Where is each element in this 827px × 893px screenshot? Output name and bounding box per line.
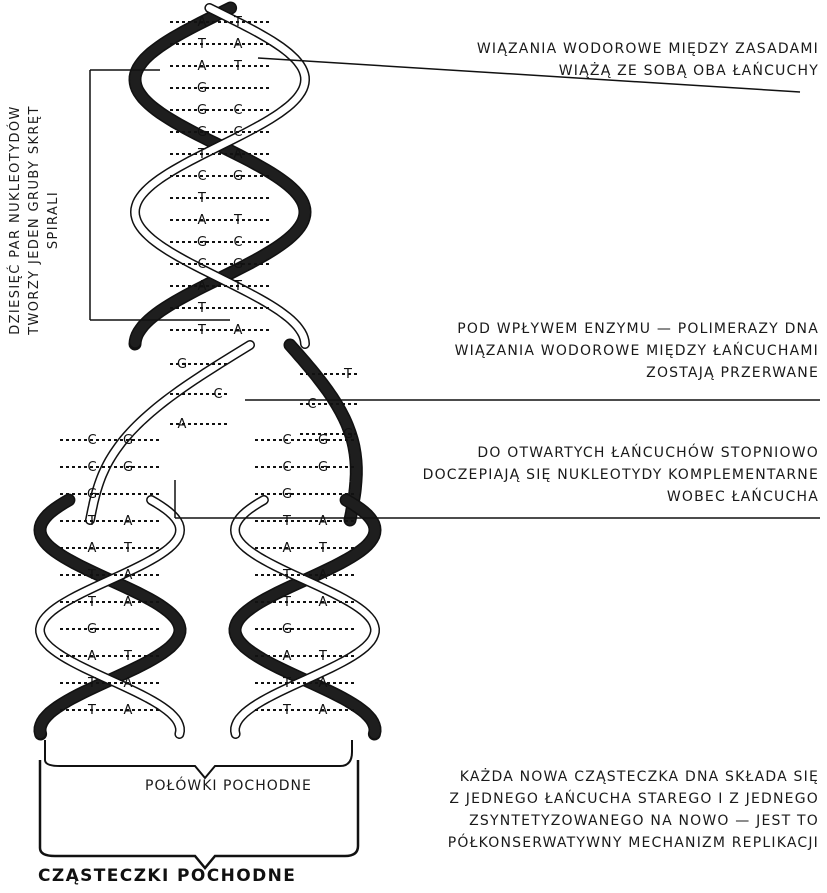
annotation-line: TWORZY JEDEN GRUBY SKRĘT <box>25 90 44 350</box>
parent-pair-base-left: T <box>197 323 206 338</box>
annotation-open-strands: DO OTWARTYCH ŁAŃCUCHÓW STOPNIOWO DOCZEPI… <box>339 442 819 508</box>
parent-pair-base-left: A <box>198 15 207 30</box>
parent-pair-base-right: T <box>233 213 242 228</box>
annotation-new-molecule: KAŻDA NOWA CZĄSTECZKA DNA SKŁADA SIĘ Z J… <box>359 766 819 854</box>
annotation-enzyme: POD WPŁYWEM ENZYMU — POLIMERAZY DNA WIĄZ… <box>349 318 819 384</box>
right-daughter-base-left: A <box>283 541 292 556</box>
parent-pair-base-left: T <box>197 147 206 162</box>
right-daughter-base-left: A <box>283 649 292 664</box>
right-daughter-base-right: A <box>319 514 328 529</box>
parent-pair-base-right: G <box>233 257 243 272</box>
parent-pair-base-left: A <box>198 279 207 294</box>
left-daughter-base-left: T <box>87 595 96 610</box>
annotation-ten-pairs: DZIESIĘĆ PAR NUKLEOTYDÓW TWORZY JEDEN GR… <box>6 90 66 350</box>
right-daughter-base-left: T <box>282 676 291 691</box>
parent-pair-base-right: T <box>233 279 242 294</box>
left-daughter-base-right: T <box>123 649 132 664</box>
parent-pair-base-left: G <box>197 103 207 118</box>
right-daughter-base-left: G <box>282 487 292 502</box>
annotation-line: Z JEDNEGO ŁAŃCUCHA STAREGO I Z JEDNEGO <box>359 788 819 810</box>
annotation-line: DZIESIĘĆ PAR NUKLEOTYDÓW <box>6 90 25 350</box>
parent-pair-base-right: T <box>233 59 242 74</box>
right-daughter-base-right: G <box>318 460 328 475</box>
derived-halves-label: POŁÓWKI POCHODNE <box>145 778 312 794</box>
annotation-line: WOBEC ŁAŃCUCHA <box>339 486 819 508</box>
annotation-line: WIĄŻĄ ZE SOBĄ OBA ŁAŃCUCHY <box>379 60 819 82</box>
annotation-line: ZSYNTETYZOWANEGO NA NOWO — JEST TO <box>359 810 819 832</box>
annotation-line: WIĄZANIA WODOROWE MIĘDZY ZASADAMI <box>379 38 819 60</box>
annotation-line: ZOSTAJĄ PRZERWANE <box>349 362 819 384</box>
parent-pair-base-right: A <box>234 323 243 338</box>
left-daughter-base-right: T <box>123 541 132 556</box>
derived-molecules-label: CZĄSTECZKI POCHODNE <box>38 866 296 886</box>
parent-pair-base-right: A <box>234 147 243 162</box>
annotation-hydrogen-bonds: WIĄZANIA WODOROWE MIĘDZY ZASADAMI WIĄŻĄ … <box>379 38 819 82</box>
left-daughter-base-left: G <box>87 622 97 637</box>
left-daughter-base-right: A <box>124 595 133 610</box>
parent-pair-base-left: C <box>197 257 206 272</box>
right-daughter-base-left: C <box>282 460 291 475</box>
annotation-line: SPIRALI <box>44 90 63 350</box>
parent-pair-base-right: G <box>233 169 243 184</box>
left-daughter-base-left: A <box>88 649 97 664</box>
annotation-line: POD WPŁYWEM ENZYMU — POLIMERAZY DNA <box>349 318 819 340</box>
left-daughter-base-left: T <box>87 703 96 718</box>
right-daughter-base-right: A <box>319 703 328 718</box>
parent-pair-base-left: T <box>197 301 206 316</box>
parent-pair-base-left: T <box>197 37 206 52</box>
left-separating-base-left: A <box>178 417 187 432</box>
parent-pair-base-left: G <box>197 81 207 96</box>
left-daughter-base-right: G <box>123 460 133 475</box>
parent-pair-base-right: T <box>233 15 242 30</box>
right-daughter-base-right: A <box>319 676 328 691</box>
right-daughter-base-right: T <box>318 649 327 664</box>
parent-pair-base-right: C <box>233 125 242 140</box>
brace-derived-molecules <box>40 760 358 868</box>
left-daughter-base-right: A <box>124 514 133 529</box>
parent-pair-base-right: C <box>233 235 242 250</box>
left-daughter-base-left: A <box>88 541 97 556</box>
right-daughter-base-left: G <box>282 622 292 637</box>
parent-pair-base-left: A <box>198 213 207 228</box>
left-daughter-base-right: G <box>123 433 133 448</box>
right-daughter-base-left: T <box>282 568 291 583</box>
brace-derived-halves <box>45 740 352 778</box>
right-daughter-base-left: T <box>282 703 291 718</box>
right-daughter-base-left: T <box>282 595 291 610</box>
left-daughter-base-right: A <box>124 568 133 583</box>
right-daughter-base-right: A <box>319 595 328 610</box>
right-daughter-base-right: G <box>318 433 328 448</box>
left-daughter-base-right: A <box>124 676 133 691</box>
left-daughter-base-left: T <box>87 568 96 583</box>
right-daughter-base-left: C <box>282 433 291 448</box>
left-daughter-base-left: T <box>87 514 96 529</box>
right-daughter-base-left: T <box>282 514 291 529</box>
right-daughter-base-right: T <box>318 541 327 556</box>
left-daughter-base-left: C <box>87 433 96 448</box>
annotation-line: WIĄZANIA WODOROWE MIĘDZY ŁAŃCUCHAMI <box>349 340 819 362</box>
annotation-line: PÓŁKONSERWATYWNY MECHANIZM REPLIKACJI <box>359 832 819 854</box>
annotation-line: KAŻDA NOWA CZĄSTECZKA DNA SKŁADA SIĘ <box>359 766 819 788</box>
parent-pair-base-right: A <box>234 37 243 52</box>
left-separating-base-right: C <box>213 387 222 402</box>
parent-pair-base-left: G <box>197 125 207 140</box>
parent-pair-base-left: C <box>197 169 206 184</box>
parent-pair-base-left: T <box>197 191 206 206</box>
left-daughter-base-left: G <box>87 487 97 502</box>
left-daughter-base-left: T <box>87 676 96 691</box>
annotation-line: DO OTWARTYCH ŁAŃCUCHÓW STOPNIOWO <box>339 442 819 464</box>
left-daughter-base-right: A <box>124 703 133 718</box>
left-daughter-base-left: C <box>87 460 96 475</box>
parent-pair-base-left: A <box>198 59 207 74</box>
left-separating-base-left: G <box>177 357 187 372</box>
right-daughter-base-right: A <box>319 568 328 583</box>
annotation-line: DOCZEPIAJĄ SIĘ NUKLEOTYDY KOMPLEMENTARNE <box>339 464 819 486</box>
parent-pair-base-right: C <box>233 103 242 118</box>
parent-pair-base-left: G <box>197 235 207 250</box>
